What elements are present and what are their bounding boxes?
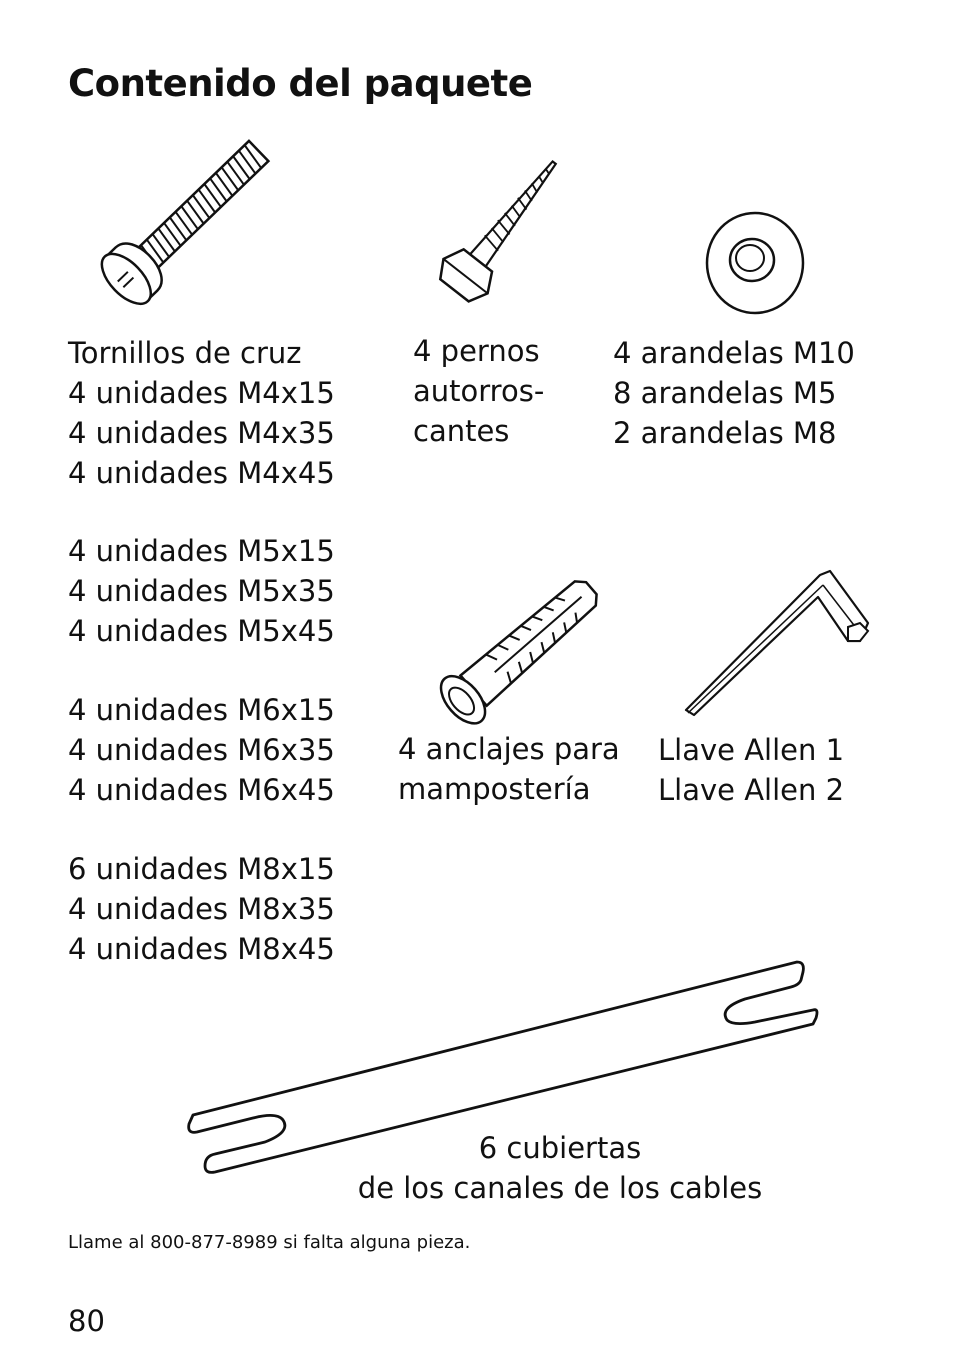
screw-spec: 4 unidades M6x15 (68, 693, 335, 727)
phillips-screw-icon (88, 155, 268, 320)
allen-keys-label: Llave Allen 2 (658, 773, 845, 807)
anchors-label: mampostería (398, 772, 591, 806)
allen-key-icon (680, 565, 875, 725)
screw-spec: 4 unidades M4x15 (68, 376, 335, 410)
masonry-anchor-icon (425, 565, 610, 735)
screw-spec: 4 unidades M8x35 (68, 892, 335, 926)
page-title: Contenido del paquete (68, 62, 533, 105)
cable-covers-label: de los canales de los cables (357, 1171, 763, 1205)
screw-spec: 4 unidades M6x45 (68, 773, 335, 807)
screw-spec: 4 unidades M6x35 (68, 733, 335, 767)
missing-parts-note: Llame al 800-877-8989 si falta alguna pi… (68, 1232, 471, 1253)
screw-spec: 4 unidades M4x35 (68, 416, 335, 450)
screw-spec: 4 unidades M5x45 (68, 614, 335, 648)
anchors-label: 4 anclajes para (398, 732, 620, 766)
washers-label: 4 arandelas M10 (613, 336, 855, 370)
allen-keys-label: Llave Allen 1 (658, 733, 845, 767)
screw-spec: 4 unidades M4x45 (68, 456, 335, 490)
lag-bolt-icon (430, 178, 580, 308)
lag-bolts-label: autorros- (413, 374, 545, 408)
washers-label: 2 arandelas M8 (613, 416, 837, 450)
screw-spec: 4 unidades M5x15 (68, 534, 335, 568)
screw-spec: 6 unidades M8x15 (68, 852, 335, 886)
page-number: 80 (68, 1304, 105, 1338)
screw-spec: 4 unidades M5x35 (68, 574, 335, 608)
cable-cover-icon (185, 950, 825, 1180)
screw-spec: 4 unidades M8x45 (68, 932, 335, 966)
lag-bolts-label: 4 pernos (413, 334, 540, 368)
cable-covers-label: 6 cubiertas (478, 1131, 642, 1165)
lag-bolts-label: cantes (413, 414, 510, 448)
washer-icon (700, 208, 810, 318)
washers-label: 8 arandelas M5 (613, 376, 837, 410)
screws-heading: Tornillos de cruz (68, 336, 302, 370)
